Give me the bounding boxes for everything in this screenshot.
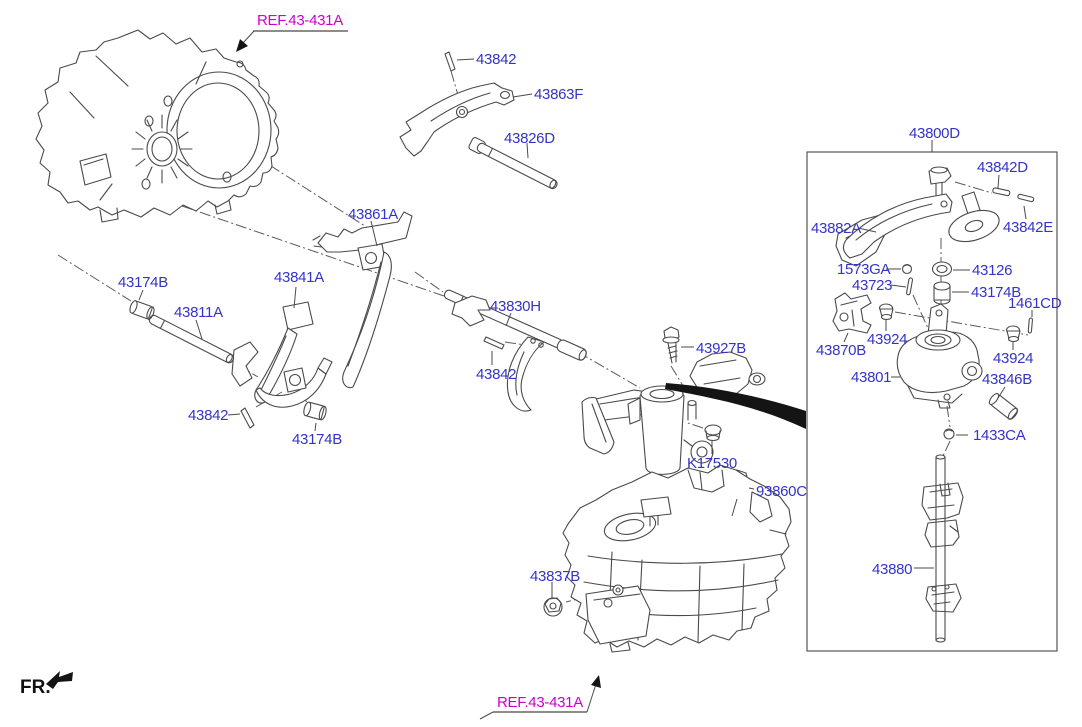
ref-link-top[interactable]: REF.43-431A [257, 12, 343, 29]
part-label-43826D: 43826D [504, 130, 555, 147]
part-drawing-43927B [662, 326, 680, 364]
part-drawing-43126 [931, 261, 953, 277]
part-drawing-43830H [443, 289, 587, 412]
part-label-43801: 43801 [851, 369, 892, 386]
part-label-43723: 43723 [852, 277, 893, 294]
front-direction-arrow [46, 671, 73, 689]
part-label-43924-right: 43924 [993, 350, 1034, 367]
part-label-43800D: 43800D [909, 125, 960, 142]
detail-box-pointer-swoosh [665, 383, 806, 429]
part-label-43842-bottomleft: 43842 [188, 407, 229, 424]
part-drawing-43842-top [444, 51, 456, 72]
part-drawing-43842E [1017, 193, 1035, 203]
part-drawing-43174B-bottomcenter [303, 401, 327, 421]
part-label-43880: 43880 [872, 561, 913, 578]
part-label-43882A: 43882A [811, 220, 861, 237]
part-label-43861A: 43861A [348, 206, 398, 223]
ref-link-bottom[interactable]: REF.43-431A [497, 694, 583, 711]
part-label-K17530: K17530 [687, 455, 737, 472]
ref-top-arrow [236, 30, 348, 52]
part-label-43927B: 43927B [696, 340, 746, 357]
part-label-43842E: 43842E [1003, 219, 1053, 236]
part-drawing-43174B-box [933, 281, 951, 305]
part-label-43174B-bottomcenter: 43174B [292, 431, 342, 448]
leader-lines [138, 58, 1033, 598]
part-label-43174B-topleft: 43174B [118, 274, 168, 291]
transmission-case-drawing [35, 29, 280, 223]
part-label-1433CA: 1433CA [973, 427, 1026, 444]
part-label-93860C: 93860C [756, 483, 807, 500]
part-drawing-K17530 [704, 424, 722, 442]
part-label-43863F: 43863F [534, 86, 584, 103]
part-drawing-43826D [468, 137, 558, 190]
part-drawing-43870B [832, 292, 872, 334]
part-label-1573GA: 1573GA [837, 261, 891, 278]
part-label-43842-mid: 43842 [476, 366, 517, 383]
part-drawing-43801 [896, 303, 983, 409]
part-drawing-43882A [835, 166, 1000, 267]
part-label-43842-top: 43842 [476, 51, 517, 68]
part-drawing-43174B-topleft [129, 300, 155, 320]
part-label-43924-left: 43924 [867, 331, 908, 348]
part-label-1461CD: 1461CD [1008, 295, 1062, 312]
part-drawing-43880 [921, 454, 964, 643]
part-drawing-43924-left [878, 303, 894, 321]
part-drawing-43842-mid [483, 336, 505, 350]
part-label-43830H: 43830H [490, 298, 541, 315]
part-label-43126: 43126 [972, 262, 1013, 279]
part-label-43841A: 43841A [274, 269, 324, 286]
part-label-43174B-box: 43174B [971, 284, 1021, 301]
part-drawing-43842-bottomleft [240, 407, 255, 429]
part-label-43842D: 43842D [977, 159, 1028, 176]
part-drawing-1461CD [1027, 317, 1034, 334]
part-drawing-43861A [312, 211, 413, 389]
part-drawing-43837B [543, 597, 563, 617]
part-drawing-43723 [906, 277, 914, 296]
part-label-43846B: 43846B [982, 371, 1032, 388]
part-drawing-43924-right [1005, 325, 1021, 343]
front-marker-label: FR. [20, 677, 51, 698]
part-drawing-43863F [399, 82, 515, 157]
ref-bottom-arrow [479, 675, 601, 720]
part-drawing-43842D [992, 187, 1011, 197]
part-drawing-1433CA [943, 428, 955, 440]
part-label-43837B: 43837B [530, 568, 580, 585]
part-drawing-43841A [231, 301, 333, 408]
part-drawing-43811A [148, 314, 235, 364]
part-drawing-43846B [988, 393, 1019, 420]
part-drawing-1573GA [901, 263, 913, 275]
part-label-43870B: 43870B [816, 342, 866, 359]
part-label-43811A: 43811A [174, 304, 223, 321]
